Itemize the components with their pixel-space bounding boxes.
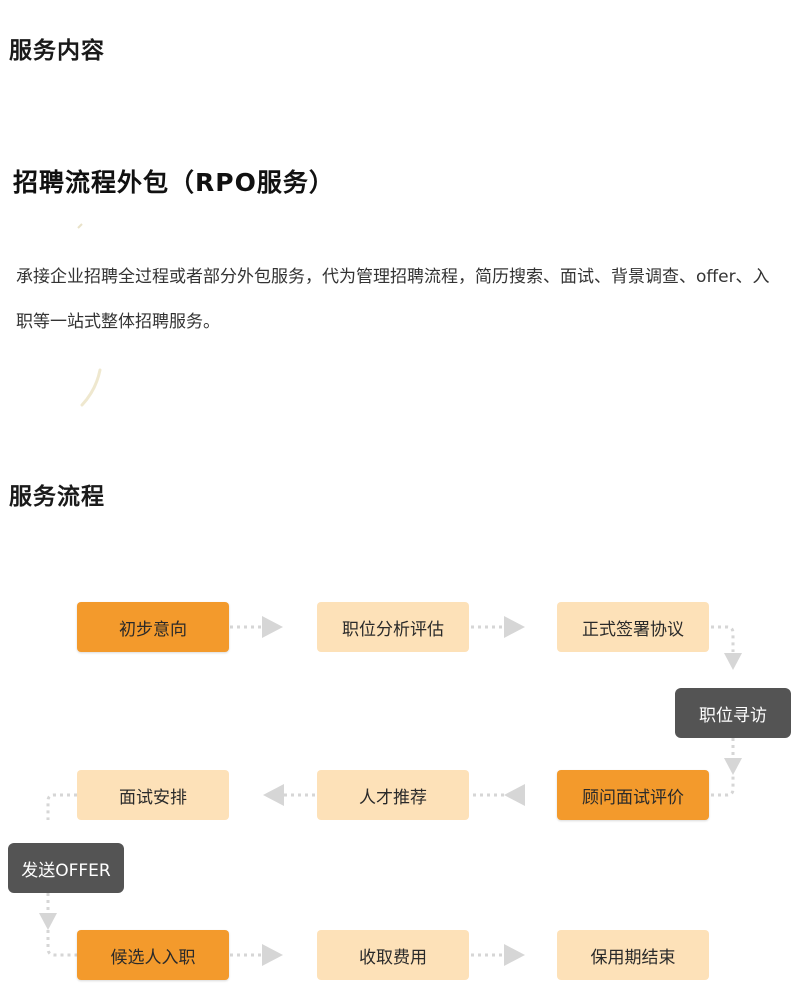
flow-step-collect-fee: 收取费用 [317, 930, 469, 980]
decorative-stroke [77, 223, 102, 407]
service-description: 承接企业招聘全过程或者部分外包服务，代为管理招聘流程，简历搜索、面试、背景调查、… [16, 267, 770, 332]
flow-step-consultant-interview: 顾问面试评价 [557, 770, 709, 820]
service-title: 招聘流程外包（RPO服务） [13, 168, 335, 197]
section-title-service-process: 服务流程 [9, 484, 105, 510]
flow-step-talent-recommendation: 人才推荐 [317, 770, 469, 820]
flow-step-position-analysis: 职位分析评估 [317, 602, 469, 652]
section-title-service-content: 服务内容 [9, 38, 105, 64]
flow-step-send-offer: 发送OFFER [8, 843, 124, 893]
flow-step-guarantee-end: 保用期结束 [557, 930, 709, 980]
flow-step-interview-arrangement: 面试安排 [77, 770, 229, 820]
flow-step-position-search: 职位寻访 [675, 688, 791, 738]
flow-step-candidate-onboard: 候选人入职 [77, 930, 229, 980]
flow-step-sign-agreement: 正式签署协议 [557, 602, 709, 652]
flow-step-initial-intention: 初步意向 [77, 602, 229, 652]
